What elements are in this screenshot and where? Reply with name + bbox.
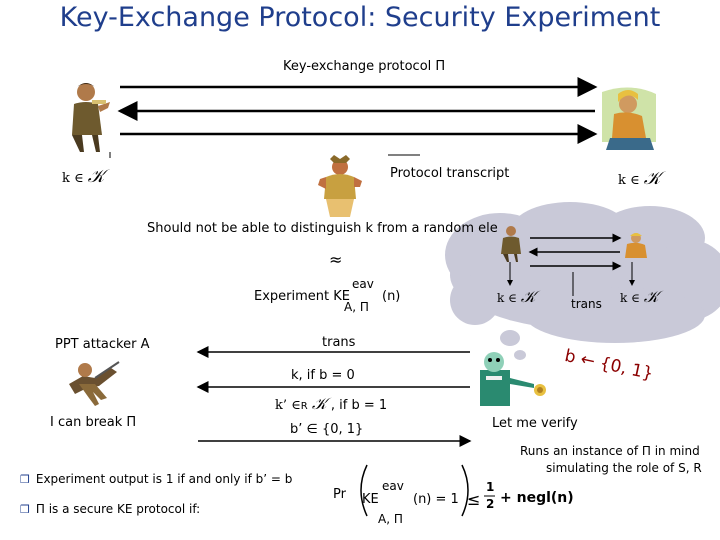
approx-symbol: ≈ xyxy=(329,250,343,269)
experiment-name: Experiment KE xyxy=(254,289,350,304)
formula-pr: Pr xyxy=(333,487,346,502)
receiver-figure xyxy=(600,82,658,156)
key-if-b0-label: k, if b = 0 xyxy=(291,368,355,383)
k-in-text: k ∈ xyxy=(618,173,640,188)
sender-key-label: k ∈ 𝒦 xyxy=(62,166,105,187)
k-in-text: k ∈ xyxy=(497,291,517,305)
formula-subscript: A, Π xyxy=(378,512,403,526)
bullet-square-icon: ❒ xyxy=(20,503,30,516)
runs-instance-line1: Runs an instance of Π in mind xyxy=(520,444,700,458)
cloud-receiver-key: k ∈ 𝒦 xyxy=(620,287,659,307)
attacker-label: PPT attacker A xyxy=(55,337,150,352)
formula-half-denominator: 2 xyxy=(486,497,495,511)
formula-half-numerator: 1 xyxy=(486,480,495,494)
challenger-figure xyxy=(474,348,554,414)
k-in-text: k ∈ xyxy=(62,171,84,186)
bullet-text: Π is a secure KE protocol if: xyxy=(35,502,201,516)
runs-instance-line2: simulating the role of S, R xyxy=(546,461,702,475)
break-claim-label: I can break Π xyxy=(50,415,137,430)
keyspace-symbol: 𝒦 xyxy=(87,166,105,187)
distinguish-text: Should not be able to distinguish k from… xyxy=(147,221,498,236)
bullet-square-icon: ❒ xyxy=(20,473,30,486)
attacker-figure xyxy=(65,354,121,410)
experiment-arg: (n) xyxy=(382,289,401,304)
experiment-superscript: eav xyxy=(352,277,374,291)
eavesdropper-figure xyxy=(316,155,364,221)
keyspace-symbol: 𝒦 xyxy=(643,287,659,306)
cloud-sender-figure xyxy=(497,224,525,266)
sender-figure xyxy=(62,80,114,156)
bullet-item: ❒ Π is a secure KE protocol if: xyxy=(20,502,200,516)
experiment-subscript: A, Π xyxy=(344,300,369,314)
guess-label: b’ ∈ {0, 1} xyxy=(290,422,364,437)
formula-negl: + negl(n) xyxy=(500,490,574,506)
transcript-label: Protocol transcript xyxy=(390,166,510,181)
k-in-text: k ∈ xyxy=(620,291,640,305)
cloud-sender-key: k ∈ 𝒦 xyxy=(497,287,536,307)
keyspace-symbol: 𝒦 xyxy=(520,287,536,306)
formula-ke: KE xyxy=(362,492,379,507)
trans-label: trans xyxy=(322,335,356,350)
if-b1-text: , if b = 1 xyxy=(330,398,388,413)
slide-title: Key-Exchange Protocol: Security Experime… xyxy=(59,2,661,33)
cloud-receiver-figure xyxy=(620,228,652,266)
keyspace-symbol: 𝒦 xyxy=(643,168,661,189)
formula-superscript: eav xyxy=(382,479,404,493)
keyspace-symbol: 𝒦 xyxy=(311,394,327,413)
protocol-label: Key-exchange protocol Π xyxy=(283,59,446,74)
formula-rhs: (n) = 1 xyxy=(413,492,459,507)
verify-label: Let me verify xyxy=(492,416,578,431)
random-key-label: k’ ∈R 𝒦 , if b = 1 xyxy=(275,394,387,414)
bullet-item: ❒ Experiment output is 1 if and only if b… xyxy=(20,472,292,486)
cloud-trans-label: trans xyxy=(571,297,602,311)
bullet-text: Experiment output is 1 if and only if b’… xyxy=(35,472,293,486)
random-subscript: R xyxy=(300,401,308,412)
formula-leq: ≤ xyxy=(467,490,481,509)
k-prime-text: k’ ∈ xyxy=(275,398,301,413)
receiver-key-label: k ∈ 𝒦 xyxy=(618,168,661,189)
